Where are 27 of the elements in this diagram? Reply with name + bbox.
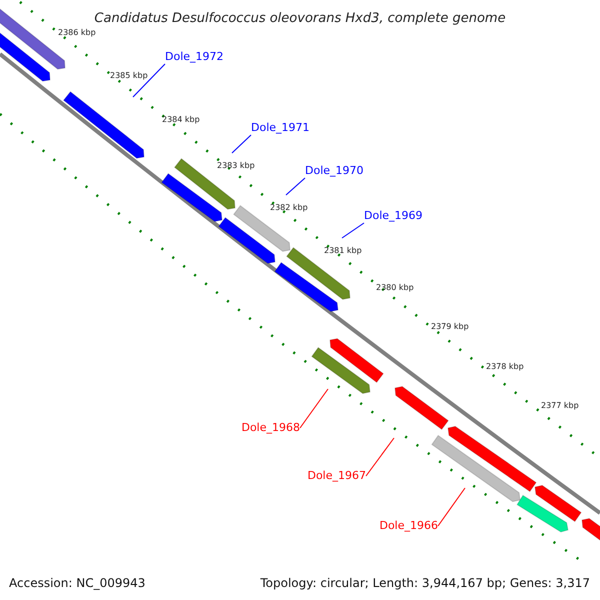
tick-label: 2382 kbp: [270, 203, 308, 213]
genome-info-text: Topology: circular; Length: 3,944,167 bp; Genes: 3,317: [260, 575, 590, 592]
gene-label: Dole_1970: [305, 164, 365, 178]
tick-label: 2379 kbp: [431, 322, 469, 332]
leader-line: [286, 178, 306, 196]
tick-label: 2377 kbp: [541, 401, 579, 411]
map-title: Candidatus Desulfococcus oleovorans Hxd3, complete genome: [93, 10, 507, 28]
tick-label: 2380 kbp: [376, 283, 414, 293]
leader-line: [342, 222, 364, 238]
leader-line: [132, 64, 166, 98]
tick-label: 2383 kbp: [217, 161, 255, 171]
leader-line: [300, 388, 328, 428]
gene-label: Dole_1972: [165, 50, 225, 64]
leader-line: [366, 438, 394, 476]
leader-line: [232, 134, 252, 154]
gene-label: Dole_1968: [240, 421, 300, 435]
gene-label: Dole_1966: [378, 519, 438, 533]
tick-label: 2386 kbp: [58, 28, 96, 38]
tick-label: 2381 kbp: [324, 246, 362, 256]
accession-text: Accession: NC_009943: [9, 575, 146, 592]
gene-label: Dole_1969: [364, 209, 424, 223]
gene-label: Dole_1967: [306, 469, 366, 483]
tick-label: 2378 kbp: [486, 362, 524, 372]
leader-line: [438, 488, 466, 526]
tick-label: 2385 kbp: [110, 71, 148, 81]
gene-label: Dole_1971: [251, 121, 311, 135]
tick-label: 2384 kbp: [162, 115, 200, 125]
